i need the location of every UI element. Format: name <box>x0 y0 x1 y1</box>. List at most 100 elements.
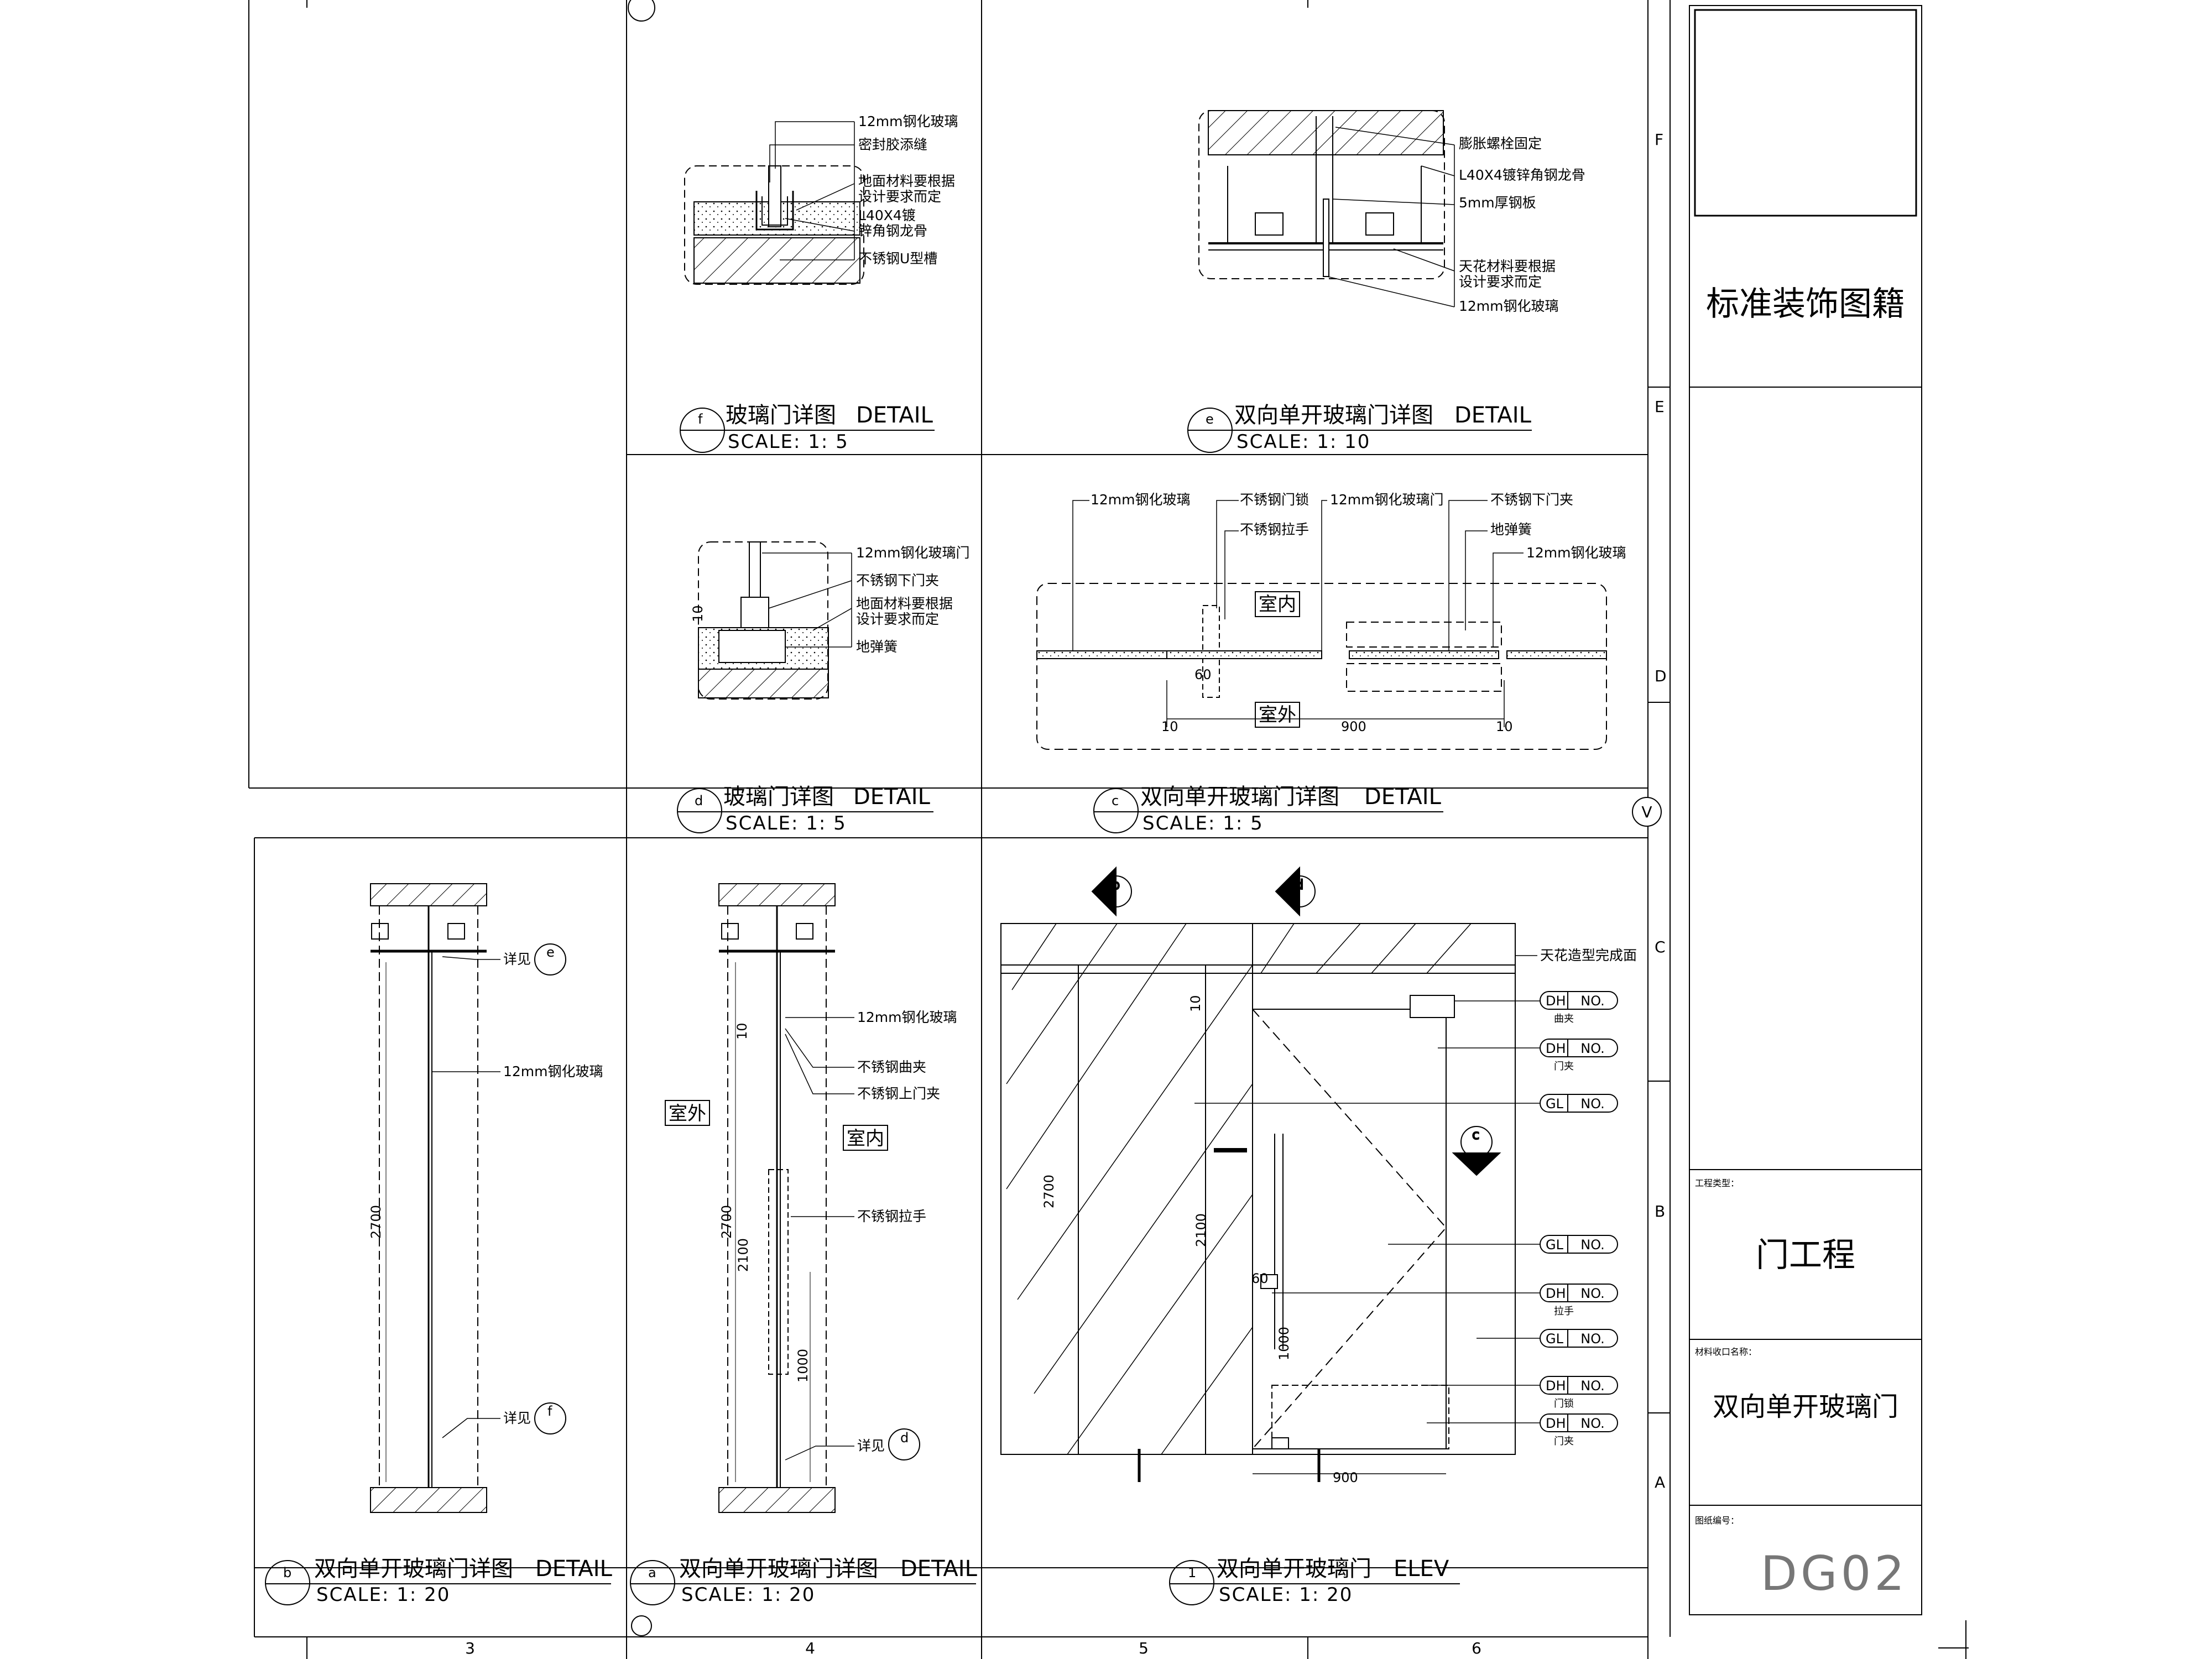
svg-text:地面材料要根据: 地面材料要根据 <box>856 596 953 612</box>
svg-text:玻璃门详图: 玻璃门详图 <box>723 784 834 810</box>
svg-text:详见: 详见 <box>503 1410 531 1426</box>
svg-text:设计要求而定: 设计要求而定 <box>1459 274 1542 290</box>
svg-text:12mm钢化玻璃: 12mm钢化玻璃 <box>1459 298 1559 314</box>
view-c-drawing <box>1036 583 1607 750</box>
svg-text:10: 10 <box>734 1022 750 1040</box>
svg-text:10: 10 <box>690 605 706 622</box>
svg-text:不锈钢拉手: 不锈钢拉手 <box>1240 521 1309 538</box>
svg-text:DH: DH <box>1546 993 1566 1009</box>
view-a-leaders <box>735 962 854 1482</box>
svg-text:b: b <box>283 1565 291 1580</box>
title-block-text: 标准装饰图籍 工程类型： 门工程 材料收口名称： 双向单开玻璃门 图纸编号： D… <box>1695 285 1908 1601</box>
svg-text:d: d <box>900 1430 909 1446</box>
svg-text:1: 1 <box>1188 1565 1196 1580</box>
view-f-title: f 玻璃门详图 DETAIL SCALE: 1: 5 <box>680 403 935 453</box>
svg-text:12mm钢化玻璃: 12mm钢化玻璃 <box>1526 545 1626 561</box>
svg-text:不锈钢上门夹: 不锈钢上门夹 <box>857 1086 940 1102</box>
svg-text:地弹簧: 地弹簧 <box>1490 521 1532 538</box>
svg-text:DETAIL: DETAIL <box>1364 784 1442 810</box>
view-1-dims: 10 2700 2100 60 1000 900 <box>1041 995 1358 1485</box>
svg-text:1000: 1000 <box>1276 1327 1292 1360</box>
view-b-drawing <box>370 883 487 1513</box>
svg-text:L40X4镀锌角钢龙骨: L40X4镀锌角钢龙骨 <box>1459 167 1585 183</box>
svg-text:D: D <box>1655 667 1667 685</box>
view-d-drawing <box>698 541 829 700</box>
svg-text:双向单开玻璃门详图: 双向单开玻璃门详图 <box>679 1556 878 1582</box>
elev-tag: DH NO. 门锁 <box>1540 1376 1618 1410</box>
svg-text:图纸编号：: 图纸编号： <box>1695 1515 1739 1526</box>
svg-text:不锈钢下门夹: 不锈钢下门夹 <box>1490 492 1573 508</box>
svg-text:DETAIL: DETAIL <box>900 1556 978 1582</box>
grid-row-labels: F E D C B A <box>1655 131 1667 1491</box>
svg-text:12mm钢化玻璃: 12mm钢化玻璃 <box>503 1063 603 1079</box>
svg-text:GL: GL <box>1546 1096 1564 1112</box>
svg-text:NO.: NO. <box>1580 1331 1605 1347</box>
svg-text:DG02: DG02 <box>1761 1546 1908 1601</box>
svg-text:ELEV: ELEV <box>1394 1556 1449 1582</box>
svg-text:DH: DH <box>1546 1041 1566 1056</box>
view-f-notes: 12mm钢化玻璃 密封胶添缝 地面材料要根据 设计要求而定 L40X4镀 锌角钢… <box>858 113 958 267</box>
view-e-leaders <box>1327 127 1455 307</box>
svg-text:6: 6 <box>1472 1639 1481 1657</box>
svg-text:双向单开玻璃门详图: 双向单开玻璃门详图 <box>1234 403 1433 428</box>
svg-text:4: 4 <box>805 1639 815 1657</box>
svg-text:NO.: NO. <box>1580 1416 1605 1431</box>
view-a-drawing <box>718 883 836 1513</box>
svg-text:12mm钢化玻璃门: 12mm钢化玻璃门 <box>856 545 970 561</box>
elev-tag: DH NO. 门夹 <box>1540 1413 1618 1447</box>
sheet-frame <box>248 0 1969 1659</box>
elev-tag: GL NO. <box>1540 1235 1618 1254</box>
svg-text:地面材料要根据: 地面材料要根据 <box>858 173 955 189</box>
svg-text:双向单开玻璃门详图: 双向单开玻璃门详图 <box>314 1556 513 1582</box>
svg-text:膨胀螺栓固定: 膨胀螺栓固定 <box>1459 135 1542 152</box>
detail-ref-d-icon <box>888 1428 920 1460</box>
svg-text:天花造型完成面: 天花造型完成面 <box>1540 947 1637 963</box>
svg-text:不锈钢下门夹: 不锈钢下门夹 <box>856 572 939 588</box>
svg-text:10: 10 <box>1188 995 1203 1012</box>
svg-text:E: E <box>1655 398 1665 416</box>
svg-text:2100: 2100 <box>1193 1213 1209 1247</box>
svg-text:GL: GL <box>1546 1237 1564 1253</box>
view-c-notes: 12mm钢化玻璃 不锈钢门锁 不锈钢拉手 12mm钢化玻璃门 不锈钢下门夹 地弹… <box>1091 492 1626 734</box>
svg-text:锌角钢龙骨: 锌角钢龙骨 <box>858 223 927 239</box>
svg-text:密封胶添缝: 密封胶添缝 <box>858 137 927 153</box>
view-b-leaders <box>385 956 500 1482</box>
svg-text:60: 60 <box>1251 1271 1269 1286</box>
view-1-ceiling-note: 天花造型完成面 <box>1515 947 1637 963</box>
svg-text:DETAIL: DETAIL <box>853 784 931 810</box>
elev-tag: DH NO. 门夹 <box>1540 1039 1618 1072</box>
svg-text:不锈钢门锁: 不锈钢门锁 <box>1240 492 1309 508</box>
svg-text:不锈钢U型槽: 不锈钢U型槽 <box>858 251 937 267</box>
svg-text:玻璃门详图: 玻璃门详图 <box>726 403 836 428</box>
svg-text:SCALE: 1: 5: SCALE: 1: 5 <box>726 812 847 834</box>
view-f-leaders <box>769 121 855 260</box>
svg-text:f: f <box>698 411 703 427</box>
svg-text:SCALE: 1: 5: SCALE: 1: 5 <box>1142 812 1264 834</box>
svg-text:900: 900 <box>1333 1470 1358 1485</box>
svg-text:1000: 1000 <box>795 1349 811 1383</box>
svg-text:室外: 室外 <box>669 1103 706 1125</box>
svg-text:工程类型：: 工程类型： <box>1695 1178 1739 1188</box>
view-f-drawing <box>684 165 864 285</box>
svg-text:2700: 2700 <box>719 1205 734 1239</box>
svg-text:双向单开玻璃门: 双向单开玻璃门 <box>1217 1556 1371 1582</box>
view-1-drawing <box>1000 923 1516 1482</box>
elev-tag: DH NO. 拉手 <box>1540 1284 1618 1317</box>
svg-text:室内: 室内 <box>1259 593 1296 615</box>
svg-text:10: 10 <box>1161 719 1178 734</box>
svg-text:c: c <box>1112 793 1119 808</box>
view-a-title: a 双向单开玻璃门详图 DETAIL SCALE: 1: 20 <box>630 1556 978 1606</box>
svg-text:NO.: NO. <box>1580 1378 1605 1394</box>
svg-text:NO.: NO. <box>1580 1096 1605 1112</box>
view-e-drawing <box>1198 110 1445 279</box>
svg-text:SCALE: 1: 20: SCALE: 1: 20 <box>316 1584 450 1606</box>
svg-text:c: c <box>1472 1127 1479 1142</box>
svg-text:DH: DH <box>1546 1416 1566 1431</box>
svg-text:V: V <box>1641 803 1652 821</box>
svg-text:2700: 2700 <box>368 1205 384 1239</box>
svg-text:DETAIL: DETAIL <box>535 1556 613 1582</box>
svg-text:门夹: 门夹 <box>1554 1061 1574 1072</box>
detail-ref-f-icon <box>534 1402 566 1434</box>
svg-text:室外: 室外 <box>1259 704 1296 726</box>
